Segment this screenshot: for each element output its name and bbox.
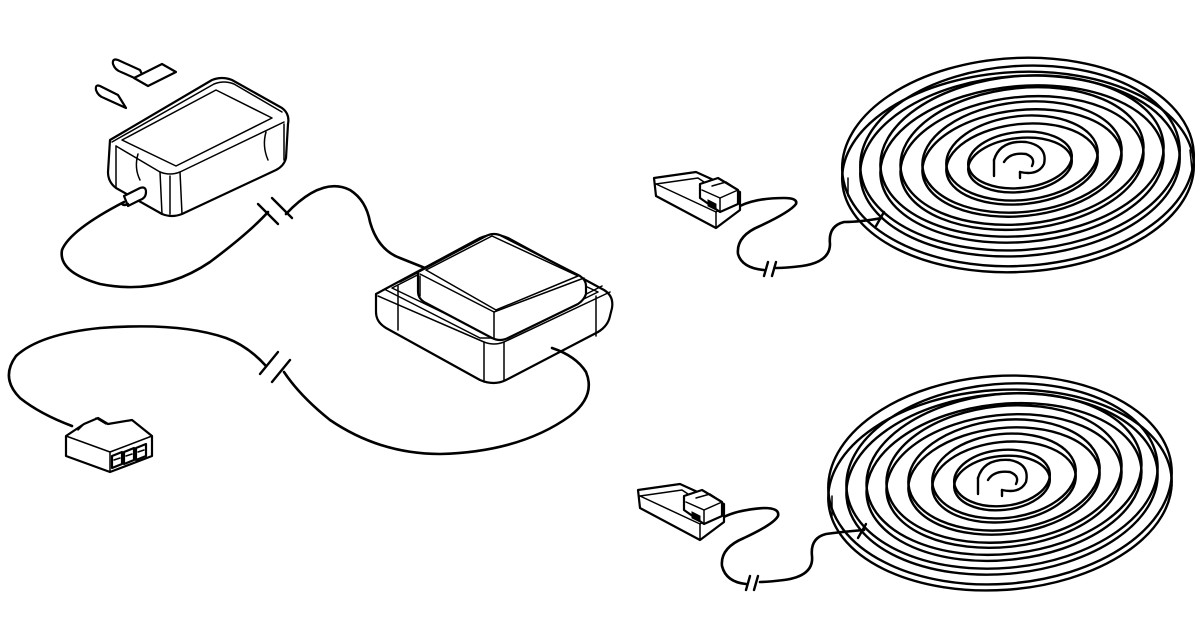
adapter-body [106,76,290,218]
distributor-ports [110,442,148,470]
strip-lead-wire [774,216,884,270]
touch-switch-pad [374,232,614,385]
strip-coil [840,56,1196,274]
strip-lead-wire [758,528,866,584]
led-strip-reel-2 [636,374,1173,592]
adapter-cable [60,200,270,289]
power-adapter [60,58,432,289]
strip-connector [652,170,742,230]
strip-connector [636,482,726,542]
cable-break-mark [762,210,886,278]
cable-break-mark [744,522,868,592]
distributor-3-way [64,416,154,474]
led-strip-reel-1 [652,56,1196,278]
strip-coil [827,374,1173,592]
cable-break-mark [258,350,292,384]
plug-pins [94,58,178,110]
cable-break-mark [256,196,294,226]
pad-output-cable [282,346,591,456]
